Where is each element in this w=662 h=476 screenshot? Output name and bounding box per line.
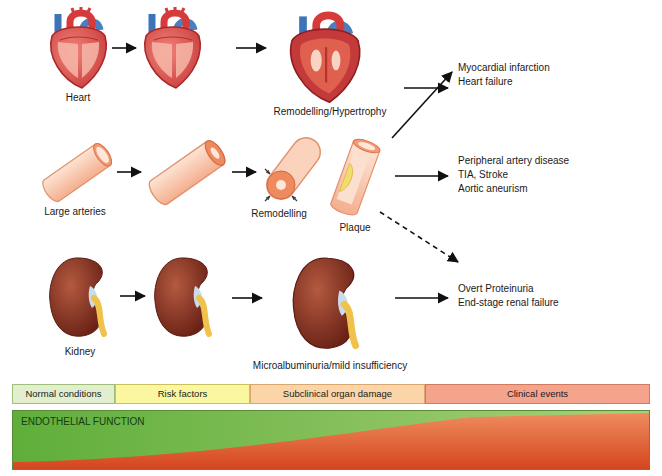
- stage-name: Risk factors: [158, 389, 208, 400]
- organ-label: Large arteries: [44, 206, 106, 218]
- stage-caption: Plaque: [339, 222, 370, 234]
- stage-caption: Remodelling/Hypertrophy: [274, 106, 387, 118]
- outcome-text: Heart failure: [458, 76, 512, 88]
- heart-picture: [145, 7, 201, 88]
- plaque-artery: [329, 137, 381, 218]
- stage-segment: Risk factors: [115, 384, 250, 404]
- artery-picture: [146, 138, 229, 208]
- outcome-text: Aortic aneurism: [458, 183, 527, 195]
- stage-name: Normal conditions: [25, 389, 101, 400]
- artery-picture: [39, 141, 115, 205]
- heart-picture: [51, 7, 107, 88]
- function-band: ENDOTHELIAL FUNCTION: [12, 410, 650, 470]
- hypertrophy-heart: [291, 15, 360, 102]
- outcome-text: Overt Proteinuria: [458, 283, 534, 295]
- band-title: ENDOTHELIAL FUNCTION: [21, 416, 145, 428]
- outcome-text: Myocardial infarction: [458, 62, 550, 74]
- progress-arrows: [112, 48, 458, 298]
- outcome-text: Peripheral artery disease: [458, 155, 569, 167]
- kidney-picture: [155, 258, 209, 336]
- stage-segment: Clinical events: [425, 384, 650, 404]
- kidney-picture: [50, 258, 104, 336]
- remodelled-artery: [265, 152, 306, 201]
- kidney-picture: [293, 258, 355, 348]
- stage-caption: Microalbuminuria/mild insufficiency: [253, 360, 407, 372]
- outcome-text: End-stage renal failure: [458, 297, 559, 309]
- stage-caption: Remodelling: [251, 208, 307, 220]
- outcome-text: TIA, Stroke: [458, 169, 508, 181]
- stage-name: Subclinical organ damage: [283, 389, 392, 400]
- organ-label: Kidney: [65, 346, 96, 358]
- organ-label: Heart: [66, 92, 90, 104]
- stage-segment: Normal conditions: [12, 384, 115, 404]
- stage-name: Clinical events: [507, 389, 568, 400]
- stage-segment: Subclinical organ damage: [250, 384, 425, 404]
